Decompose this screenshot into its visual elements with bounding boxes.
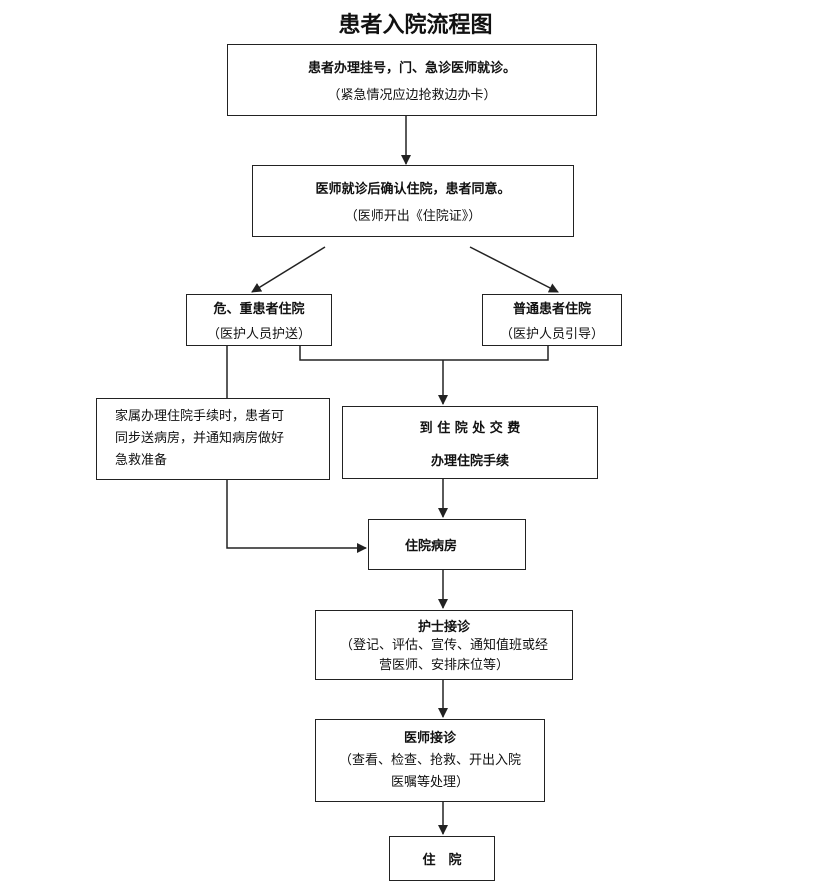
node-doctor: 医师接诊 （查看、检查、抢救、开出入院 医嘱等处理） [315, 719, 545, 802]
node-normal: 普通患者住院 （医护人员引导） [482, 294, 622, 346]
node-confirm-main: 医师就诊后确认住院，患者同意。 [315, 182, 511, 197]
node-confirm: 医师就诊后确认住院，患者同意。 （医师开出《住院证》） [252, 165, 574, 237]
node-family-line1: 家属办理住院手续时，患者可 [115, 409, 285, 424]
node-family-line3: 急救准备 [115, 453, 168, 468]
node-family: 家属办理住院手续时，患者可 同步送病房，并通知病房做好 急救准备 [96, 398, 330, 480]
node-doctor-line2: 医嘱等处理） [390, 775, 469, 790]
node-payment-line2: 办理住院手续 [430, 453, 509, 469]
node-ward: 住院病房 [368, 519, 526, 570]
node-normal-sub: （医护人员引导） [499, 327, 604, 342]
node-critical: 危、重患者住院 （医护人员护送） [186, 294, 332, 346]
node-payment-line1: 到 住 院 处 交 费 [419, 420, 521, 436]
node-critical-main: 危、重患者住院 [213, 302, 305, 317]
node-critical-sub: （医护人员护送） [206, 327, 311, 342]
node-doctor-line1: （查看、检查、抢救、开出入院 [338, 753, 521, 768]
edge-family-to-ward [226, 480, 367, 553]
node-nurse-main: 护士接诊 [417, 619, 470, 635]
node-admit-main: 住 院 [422, 853, 462, 868]
node-normal-main: 普通患者住院 [512, 302, 591, 317]
page-title: 患者入院流程图 [338, 13, 493, 38]
node-doctor-main: 医师接诊 [403, 731, 456, 746]
edge-confirm-to-critical [251, 246, 326, 293]
edge-critical-merge [299, 346, 549, 361]
node-nurse: 护士接诊 （登记、评估、宣传、通知值班或经 营医师、安排床位等） [315, 610, 573, 680]
node-admit: 住 院 [389, 836, 495, 881]
node-confirm-sub: （医师开出《住院证》） [344, 209, 482, 224]
edge-confirm-to-normal [469, 246, 559, 293]
node-ward-main: 住院病房 [405, 539, 458, 554]
node-nurse-line2: 营医师、安排床位等） [378, 657, 509, 673]
node-nurse-line1: （登记、评估、宣传、通知值班或经 [339, 637, 548, 653]
node-register: 患者办理挂号，门、急诊医师就诊。 （紧急情况应边抢救边办卡） [227, 44, 597, 116]
node-register-main: 患者办理挂号，门、急诊医师就诊。 [307, 61, 516, 76]
node-register-sub: （紧急情况应边抢救边办卡） [327, 88, 497, 103]
node-payment: 到 住 院 处 交 费 办理住院手续 [342, 406, 598, 479]
node-family-line2: 同步送病房，并通知病房做好 [115, 431, 285, 446]
